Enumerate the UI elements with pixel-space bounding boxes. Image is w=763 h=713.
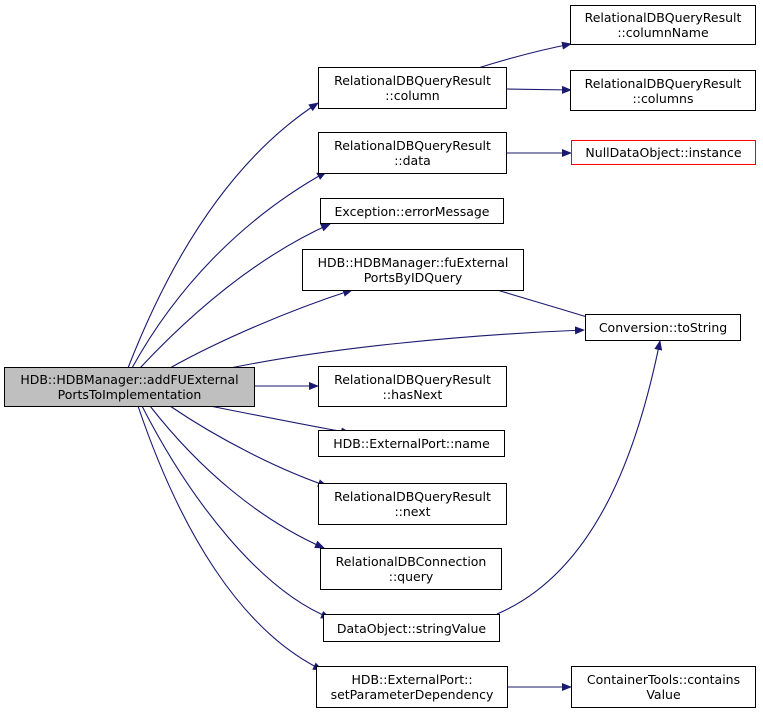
node-label-line: Conversion::toString (598, 320, 728, 335)
edge-column-to-column-name (477, 41, 572, 69)
node-label-line: HDB::ExternalPort::name (333, 436, 490, 451)
edge-root-to-query (149, 405, 325, 549)
node-column[interactable]: RelationalDBQueryResult ::column (318, 67, 507, 109)
node-label-line: setParameterDependency (330, 687, 494, 702)
edge-root-to-port-name (209, 405, 351, 436)
node-label-line: PortsToImplementation (57, 387, 202, 402)
node-label-line: ::hasNext (382, 386, 443, 402)
edge-root-to-to-string (229, 326, 585, 369)
node-label-line: HDB::HDBManager::addFUExternal (20, 372, 239, 387)
edge-root-to-column (127, 102, 319, 369)
node-label-line: HDB::HDBManager::fuExternal (317, 255, 509, 270)
node-set-parameter-dependency[interactable]: HDB::ExternalPort:: setParameterDependen… (316, 666, 508, 708)
node-label-line: ContainerTools::contains (586, 672, 741, 687)
node-label-line: ::next (394, 504, 431, 519)
node-label-line: PortsByIDQuery (363, 270, 463, 285)
node-label-line: RelationalDBConnection (335, 554, 487, 569)
edge-root-to-set-param (137, 405, 323, 671)
edge-string-value-to-to-string (496, 340, 663, 615)
node-data[interactable]: RelationalDBQueryResult ::data (318, 132, 507, 174)
node-label-line: ::columnName (617, 25, 709, 40)
node-null-data-object-instance[interactable]: NullDataObject::instance (571, 140, 756, 165)
node-next[interactable]: RelationalDBQueryResult ::next (318, 483, 507, 525)
node-has-next[interactable]: RelationalDBQueryResult ::hasNext (318, 366, 507, 407)
node-label-line: ::query (388, 569, 434, 584)
node-label-line: HDB::ExternalPort:: (351, 672, 473, 687)
node-external-port-name[interactable]: HDB::ExternalPort::name (318, 430, 505, 457)
node-root-add-fu-external-ports[interactable]: HDB::HDBManager::addFUExternal PortsToIm… (4, 367, 255, 407)
node-label-line: ::column (385, 88, 440, 103)
node-label-line: RelationalDBQueryResult (334, 73, 491, 88)
node-label-line: ::columns (632, 90, 694, 106)
edge-column-to-columns (506, 85, 572, 94)
node-label-line: RelationalDBQueryResult (584, 10, 742, 25)
edge-root-to-error-message (139, 223, 331, 369)
node-label-line: Exception::errorMessage (334, 203, 490, 219)
node-label-line: RelationalDBQueryResult (334, 138, 491, 153)
node-fu-external-ports-query[interactable]: HDB::HDBManager::fuExternal PortsByIDQue… (302, 249, 524, 291)
node-label-line: RelationalDBQueryResult (584, 75, 742, 91)
node-label-line: Value (646, 687, 681, 702)
edge-root-to-data (131, 171, 327, 369)
edge-root-to-fu-external (169, 288, 353, 369)
node-contains-value[interactable]: ContainerTools::contains Value (571, 666, 756, 708)
node-label-line: RelationalDBQueryResult (334, 371, 491, 387)
edge-root-to-string-value (141, 405, 331, 619)
node-label-line: DataObject::stringValue (336, 620, 487, 636)
node-label-line: RelationalDBQueryResult (334, 489, 491, 504)
node-columns[interactable]: RelationalDBQueryResult ::columns (570, 70, 756, 111)
node-label-line: ::data (394, 153, 431, 168)
node-label-line: NullDataObject::instance (585, 145, 742, 160)
edge-root-to-next (169, 405, 328, 487)
node-data-object-string-value[interactable]: DataObject::stringValue (323, 614, 500, 642)
node-conversion-to-string[interactable]: Conversion::toString (585, 314, 741, 341)
node-error-message[interactable]: Exception::errorMessage (320, 198, 504, 224)
node-column-name[interactable]: RelationalDBQueryResult ::columnName (570, 5, 756, 45)
node-db-connection-query[interactable]: RelationalDBConnection ::query (320, 548, 502, 590)
